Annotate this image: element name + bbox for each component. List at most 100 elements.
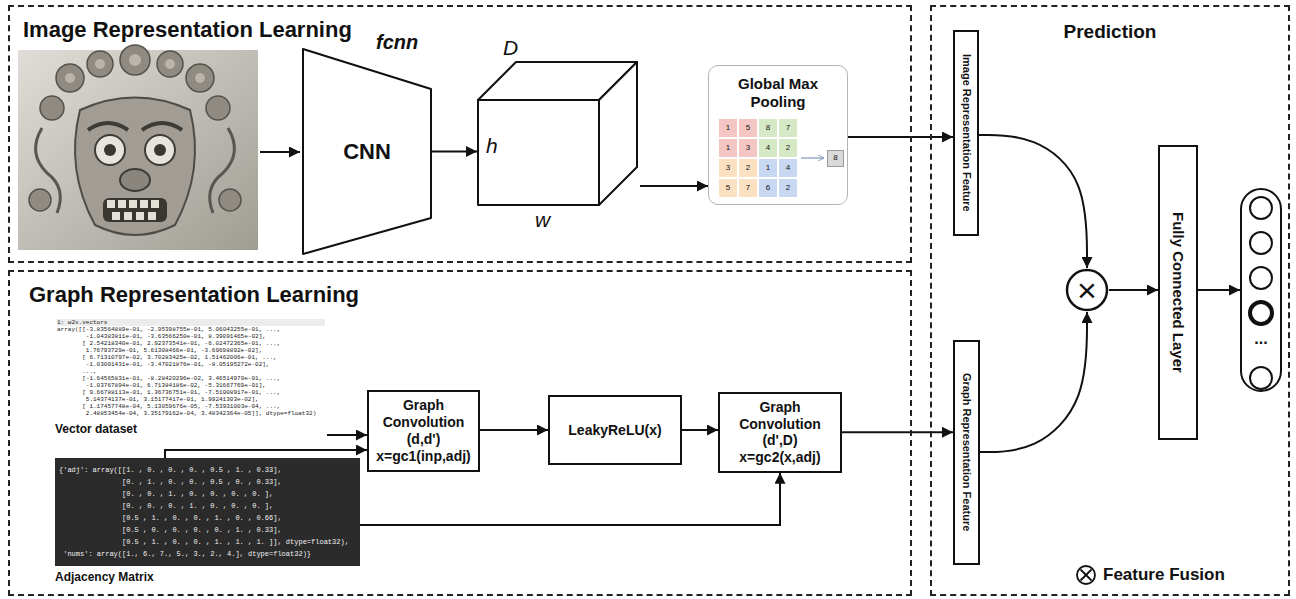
code-line: [ 6.71310797e-02, 3.70283425e-02, 1.5146… (57, 354, 325, 361)
pooling-grid-cell: 2 (786, 144, 790, 153)
network-name-holder: fcnn (376, 31, 418, 53)
legend-label: Feature Fusion (1103, 565, 1225, 585)
pooling-grid-cell-holder: 4 (758, 138, 778, 158)
box-label: x=gc2(x,adj) (739, 449, 820, 466)
code-line: -1.03767894e-01, 6.71384186e-02, -5.3166… (57, 382, 325, 389)
pooling-grid-cell-holder: 1 (758, 158, 778, 178)
pooling-grid-cell: 1 (766, 164, 770, 173)
shape-label: D (503, 36, 518, 59)
pooling-grid-cell-holder: 2 (778, 138, 798, 158)
feature-map-cube: Dhw (477, 36, 640, 234)
fc-layer-bar: Fully Connected Layer (1158, 145, 1198, 440)
pooling-grid-cell: 2 (786, 184, 790, 193)
input-arrow (260, 151, 300, 153)
shape-label: ... (1240, 330, 1282, 348)
code-line: 1: w2v.vectors (57, 319, 325, 326)
box-label: Graph Representation Feature (960, 373, 973, 531)
pooling-grid-cell: 5 (746, 124, 750, 133)
pooling-grid-cell-holder: 8 (758, 118, 778, 138)
network-name: fcnn (376, 31, 418, 53)
fusion-circle: × (1065, 268, 1109, 312)
vector-dataset-panel: 1: w2v.vectorsarray([[-3.83564889e-01, -… (55, 318, 327, 448)
code-line: array([[-3.83564889e-01, -2.95398755e-01… (57, 326, 325, 333)
code-line: -1.03001431e-01, -3.47021876e-01, -8.051… (57, 361, 325, 368)
pooling-grid-cell: 7 (786, 124, 790, 133)
legend-symbol (1075, 564, 1097, 586)
code-screenshot-dark: {'adj': array([[1. , 0. , 0. , 0. , 0.5 … (55, 458, 360, 566)
pooling-grid-cell: 4 (786, 164, 790, 173)
pooling-grid-cell: 1 (726, 144, 730, 153)
flow-arrow (165, 450, 367, 458)
output-neurons-outline (1240, 188, 1282, 392)
box-label: Graph Convolution (723, 399, 837, 433)
pooling-grid-cell: 5 (726, 184, 730, 193)
graph-conv-box: Graph Convolution(d,d')x=gc1(inp,adj) (367, 390, 480, 472)
legend-entry: Feature Fusion (1075, 564, 1225, 586)
box-label: Global Max Pooling (725, 75, 831, 111)
shape-label: × (1077, 273, 1097, 307)
box-label: Fully Connected Layer (1169, 212, 1187, 373)
flow-arrow (1109, 289, 1158, 291)
code-line: [ 1.17457748e-04, 5.13059676e-05, -7.539… (57, 403, 325, 410)
flow-arrow (640, 185, 708, 187)
code-line: [0. , 0. , 0. , 1. , 0. , 0. , 0. ], (59, 500, 356, 512)
flow-arrow (682, 429, 718, 431)
code-line: 5.14374137e-01, 3.15177417e-01, 1.992413… (57, 396, 325, 403)
pooling-grid-cell: 8 (766, 124, 770, 133)
flow-arrow (327, 434, 367, 436)
code-line: [0. , 0. , 1. , 0. , 0. , 0. , 0. ], (59, 488, 356, 500)
flow-arrow (480, 429, 548, 431)
pooling-grid-cell-holder: 2 (778, 178, 798, 198)
code-line: -1.04383811e-01, -3.63566250e-01, 8.3909… (57, 333, 325, 340)
pooling-grid-cell: 2 (746, 164, 750, 173)
pooling-grid-cell-holder: 4 (778, 158, 798, 178)
panel-title: Image Representation Learning (10, 7, 910, 42)
pooling-grid-cell-holder: 6 (758, 178, 778, 198)
code-line: [0.5 , 1. , 0. , 0. , 1. , 0. , 0.66], (59, 512, 356, 524)
stone-mask-photo (18, 45, 258, 250)
pooled-value-holder: 8 (827, 150, 844, 167)
code-line: 1.76793729e-01, 5.61308466e-01, -3.69698… (57, 347, 325, 354)
activation-box: LeakyReLU(x) (548, 395, 682, 465)
box-label: (d,d') (407, 431, 441, 448)
panel-caption: Adjacency Matrix (55, 570, 154, 584)
box-label: LeakyReLU(x) (568, 422, 661, 439)
shape-label: CNN (343, 141, 391, 163)
pooling-grid-cell-holder: 7 (738, 178, 758, 198)
code-line: [0.5 , 0. , 0. , 0. , 0. , 1. , 0.33], (59, 524, 356, 536)
output-neurons: ... (1240, 188, 1282, 392)
flow-arrow (848, 136, 953, 138)
code-line: 'nums': array([1., 6., 7., 5., 3., 2., 4… (59, 548, 356, 560)
pooling-grid-cell: 3 (746, 144, 750, 153)
shape-label: h (486, 134, 498, 157)
box-label: Image Representation Feature (959, 54, 972, 212)
flow-arrow (360, 473, 780, 525)
pooling-grid-cell-holder: 7 (778, 118, 798, 138)
pooling-grid-cell-holder: 2 (738, 158, 758, 178)
pooling-grid-cell: 4 (766, 144, 770, 153)
flow-arrow (980, 312, 1087, 452)
code-line: {'adj': array([[1. , 0. , 0. , 0. , 0.5 … (59, 464, 356, 476)
flow-arrow (432, 151, 477, 153)
feature-map-cube-outline (477, 36, 640, 234)
code-line: ..., (57, 368, 325, 375)
adjacency-matrix-panel: {'adj': array([[1. , 0. , 0. , 0. , 0.5 … (55, 458, 360, 590)
pooling-grid-cell: 7 (746, 184, 750, 193)
panel-caption: Vector dataset (55, 422, 137, 436)
panel-title: Prediction (932, 7, 1288, 43)
graph-representation-panel: Graph Representation Learning1: w2v.vect… (8, 270, 912, 596)
code-line: [0.5 , 1. , 0. , 0. , 1. , 1. , 1. ]], d… (59, 536, 356, 548)
flow-arrow (979, 135, 1087, 268)
code-line: 2.48853454e-04, 3.35179162e-04, 3.483423… (57, 410, 325, 417)
pooling-grid-cell-holder: 3 (738, 138, 758, 158)
code-line: [-1.64565831e-01, -8.28420296e-02, 3.465… (57, 375, 325, 382)
code-screenshot: 1: w2v.vectorsarray([[-3.83564889e-01, -… (55, 318, 327, 418)
pooling-grid-cell-holder: 5 (738, 118, 758, 138)
graph-conv-box: Graph Convolution(d',D)x=gc2(x,adj) (718, 392, 842, 473)
pooling-grid-cell-holder: 1 (718, 118, 738, 138)
code-line: [ 9.66788113e-01, 1.36736751e-01, -7.510… (57, 389, 325, 396)
pooling-grid-cell: 1 (726, 124, 730, 133)
pooling-grid-cell-holder: 3 (718, 158, 738, 178)
prediction-panel: PredictionImage Representation FeatureGr… (930, 5, 1290, 596)
pooling-grid-cell: 3 (726, 164, 730, 173)
